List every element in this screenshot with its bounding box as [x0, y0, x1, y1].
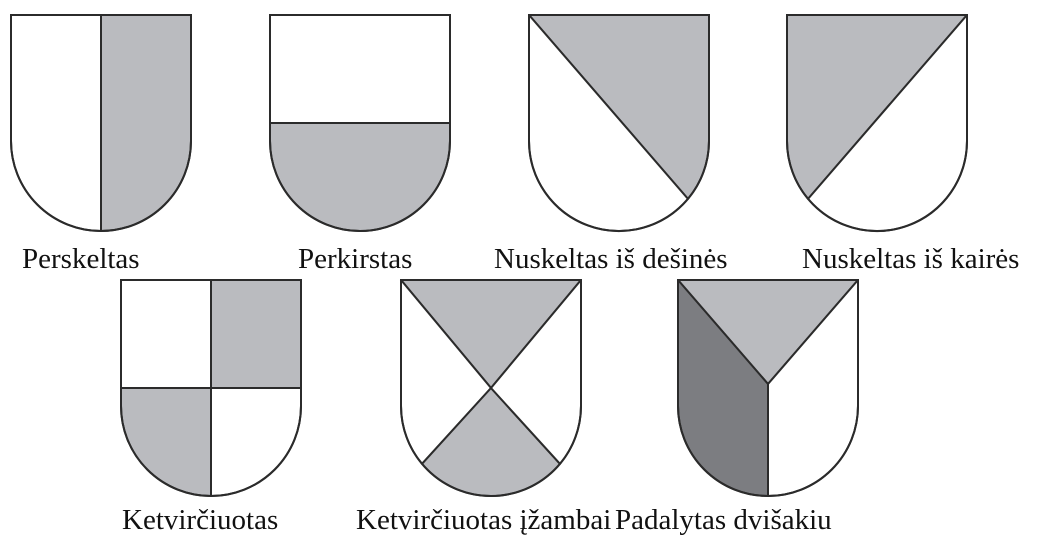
perskeltas-field-2 — [101, 15, 191, 231]
shield-padalytas-dvisakiu — [677, 279, 859, 497]
ketvirciuotas-field-2 — [211, 280, 301, 388]
shield-nuskeltas-is-desines — [528, 14, 710, 232]
perkirstas-field-1 — [270, 15, 450, 123]
caption-nuskeltas-is-desines: Nuskeltas iš dešinės — [494, 245, 728, 274]
caption-ketvirciuotas: Ketvirčiuotas — [122, 506, 278, 535]
caption-perskeltas: Perskeltas — [22, 245, 140, 274]
ketvirciuotas-field-1 — [121, 280, 211, 388]
shield-nuskeltas-is-kaires — [786, 14, 968, 232]
perskeltas-field-1 — [11, 15, 101, 231]
caption-perkirstas: Perkirstas — [298, 245, 412, 274]
caption-padalytas-dvisakiu: Padalytas dvišakiu — [615, 506, 832, 535]
shield-ketvirciuotas — [120, 279, 302, 497]
shield-ketvirciuotas-izambai — [400, 279, 582, 497]
caption-nuskeltas-is-kaires: Nuskeltas iš kairės — [802, 245, 1019, 274]
caption-ketvirciuotas-izambai: Ketvirčiuotas įžambai — [356, 506, 611, 535]
perkirstas-field-2 — [270, 123, 450, 231]
ketvirciuotas-field-3 — [121, 388, 211, 496]
shield-perkirstas — [269, 14, 451, 232]
shield-perskeltas — [10, 14, 192, 232]
ketvirciuotas-field-4 — [211, 388, 301, 496]
